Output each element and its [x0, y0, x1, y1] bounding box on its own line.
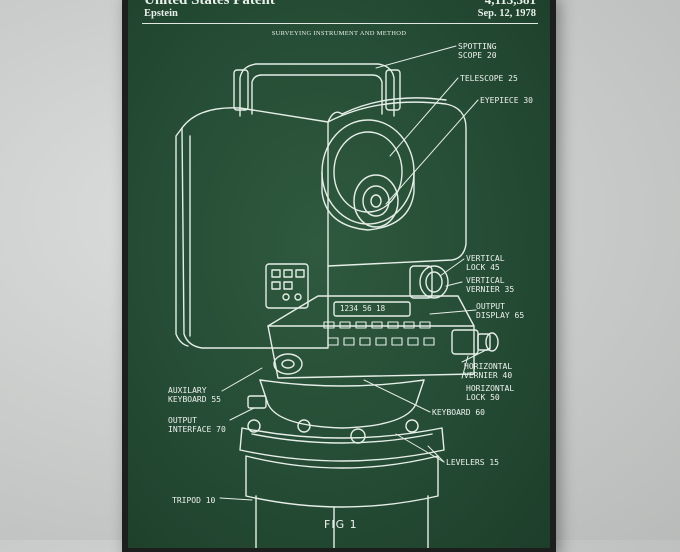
- auxiliary-keyboard-drawing: [265, 263, 309, 309]
- display-readout: 1234 56 18: [340, 304, 386, 313]
- console-drawing: [267, 295, 475, 379]
- upper-housing-drawing: [175, 97, 467, 349]
- base-drawing: [239, 379, 445, 548]
- label-telescope: TELESCOPE 25: [460, 74, 518, 83]
- patent-date: Sep. 12, 1978: [477, 8, 536, 19]
- chalkboard-poster: United States Patent 4,113,381 Epstein S…: [128, 0, 550, 548]
- figure-label: FIG 1: [324, 518, 358, 531]
- telescope-drawing: [321, 119, 415, 231]
- surveying-instrument-drawing: [175, 45, 499, 548]
- patent-inventor: Epstein: [144, 8, 178, 19]
- leader-lines: [219, 45, 491, 501]
- patent-title: United States Patent: [144, 0, 275, 8]
- patent-number: 4,113,381: [485, 0, 536, 8]
- label-eyepiece: EYEPIECE 30: [480, 96, 533, 105]
- patent-subtitle: SURVEYING INSTRUMENT AND METHOD: [271, 30, 407, 37]
- header-rule: [142, 23, 538, 24]
- label-keyboard: KEYBOARD 60: [432, 408, 485, 417]
- vertical-lock-drawing: [409, 265, 449, 299]
- horizontal-vernier-drawing: [451, 329, 499, 355]
- label-levelers: LEVELERS 15: [446, 458, 499, 467]
- label-tripod: TRIPOD 10: [172, 496, 216, 505]
- handle-drawing: [233, 63, 401, 117]
